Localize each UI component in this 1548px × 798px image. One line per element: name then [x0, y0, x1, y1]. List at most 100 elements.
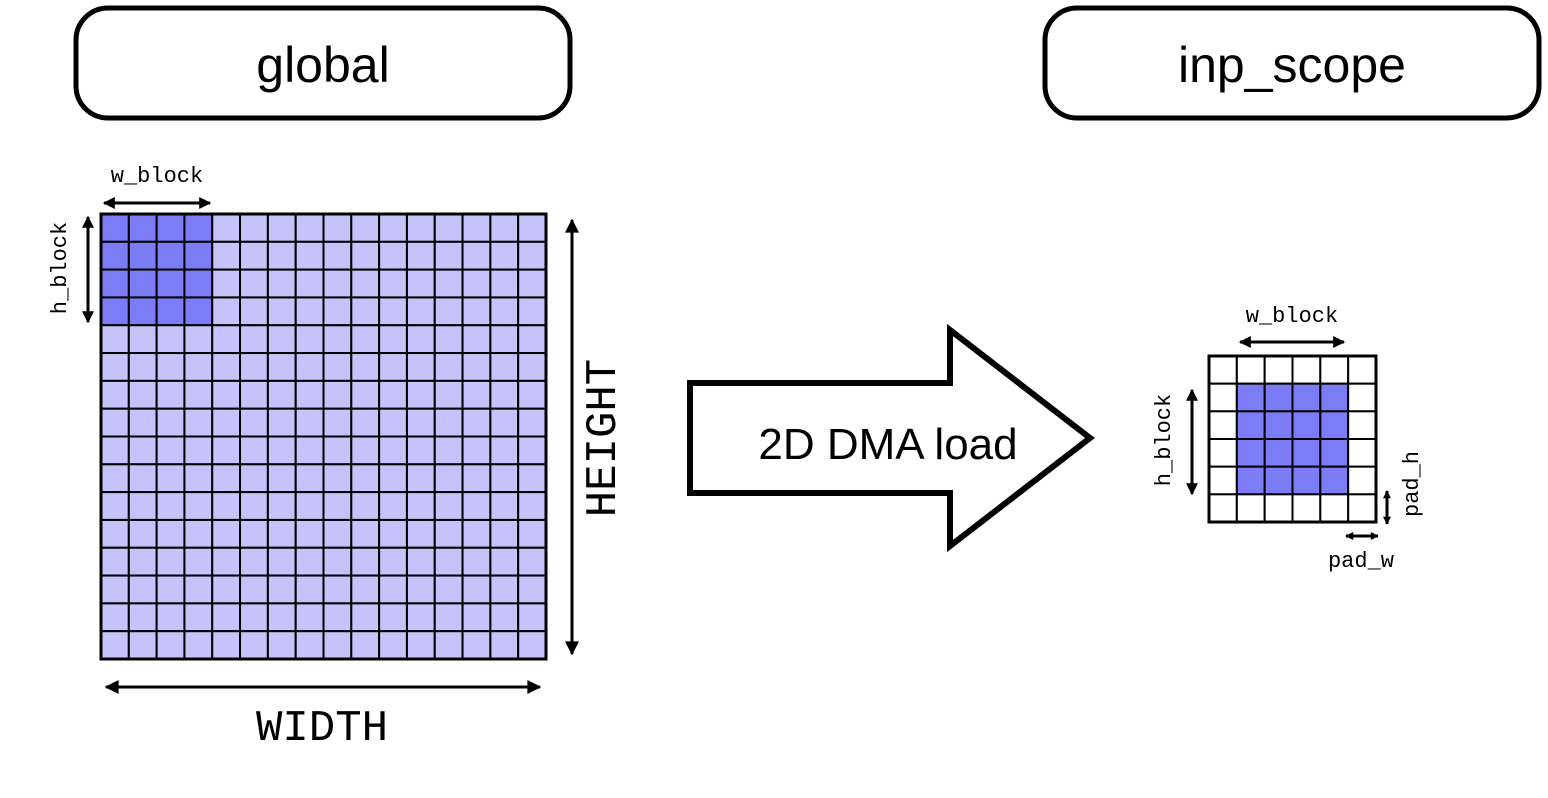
grid-cell	[155, 435, 186, 466]
grid-cell	[211, 352, 242, 382]
grid-cell	[378, 296, 408, 327]
grid-cell	[322, 268, 353, 299]
grid-cell	[1235, 355, 1266, 385]
grid-cell	[1347, 438, 1378, 468]
grid-cell	[183, 574, 214, 605]
grid-cell	[461, 435, 492, 466]
grid-cell	[405, 324, 436, 355]
grid-cell	[266, 296, 297, 327]
grid-cell	[1291, 493, 1322, 523]
grid-cell	[239, 602, 269, 633]
grid-cell	[183, 296, 214, 327]
grid-cell	[517, 491, 548, 521]
grid-cell	[461, 268, 492, 299]
grid-cell	[100, 296, 130, 327]
grid-cell	[127, 240, 158, 271]
grid-cell	[405, 518, 436, 549]
grid-cell	[350, 463, 381, 494]
grid-cell	[461, 296, 492, 327]
grid-cell	[433, 463, 464, 494]
grid-cell	[239, 491, 269, 521]
grid-cell	[211, 435, 242, 466]
grid-cell	[239, 518, 269, 549]
grid-cell	[1291, 410, 1322, 440]
grid-cell	[155, 213, 186, 243]
grid-cell	[100, 352, 130, 382]
grid-cell	[100, 268, 130, 299]
grid-cell	[350, 352, 381, 382]
grid-cell	[266, 491, 297, 521]
grid-cell	[100, 491, 130, 521]
grid-cell	[100, 546, 130, 577]
grid-cell	[489, 463, 520, 494]
grid-cell	[239, 213, 269, 243]
grid-cell	[294, 240, 325, 271]
grid-cell	[1319, 355, 1350, 385]
h-block-label: h_block	[48, 222, 73, 314]
grid-cell	[1319, 493, 1350, 523]
grid-cell	[461, 213, 492, 243]
grid-cell	[1347, 410, 1378, 440]
grid-cell	[350, 296, 381, 327]
grid-cell	[378, 379, 408, 410]
grid-cell	[517, 546, 548, 577]
grid-cell	[211, 240, 242, 271]
grid-cell	[1263, 355, 1294, 385]
grid-cell	[378, 546, 408, 577]
grid-cell	[127, 491, 158, 521]
grid-cell	[1291, 465, 1322, 496]
grid-cell	[239, 546, 269, 577]
grid-cell	[127, 574, 158, 605]
grid-cell	[100, 213, 130, 243]
grid-cell	[350, 268, 381, 299]
grid-cell	[294, 379, 325, 410]
grid-outline	[99, 212, 548, 661]
grid-cell	[1263, 493, 1294, 523]
grid-cell	[155, 491, 186, 521]
grid-cell	[322, 602, 353, 633]
grid-cell	[350, 630, 381, 661]
grid-cell	[211, 407, 242, 438]
dma-load-label: 2D DMA load	[758, 420, 1017, 469]
grid-cell	[1208, 355, 1238, 385]
grid-cell	[461, 491, 492, 521]
grid-cell	[239, 379, 269, 410]
grid-cell	[489, 602, 520, 633]
grid-cell	[100, 574, 130, 605]
grid-cell	[155, 602, 186, 633]
grid-cell	[127, 324, 158, 355]
grid-cell	[100, 240, 130, 271]
grid-cell	[433, 602, 464, 633]
grid-cell	[155, 240, 186, 271]
grid-cell	[461, 379, 492, 410]
grid-cell	[239, 352, 269, 382]
grid-cell	[155, 379, 186, 410]
grid-cell	[350, 324, 381, 355]
grid-cell	[155, 407, 186, 438]
grid-cell	[183, 435, 214, 466]
grid-cell	[266, 407, 297, 438]
grid-cell	[100, 602, 130, 633]
grid-cell	[322, 240, 353, 271]
scope-h-block-label: h_block	[1152, 394, 1177, 486]
grid-cell	[127, 463, 158, 494]
grid-cell	[1208, 382, 1238, 413]
grid-cell	[1208, 438, 1238, 468]
grid-cell	[211, 574, 242, 605]
grid-cell	[322, 574, 353, 605]
grid-cell	[239, 296, 269, 327]
grid-cell	[1208, 465, 1238, 496]
grid-cell	[517, 213, 548, 243]
grid-cell	[100, 518, 130, 549]
grid-cell	[1208, 410, 1238, 440]
grid-cell	[294, 630, 325, 661]
grid-cell	[183, 324, 214, 355]
grid-cell	[183, 463, 214, 494]
grid-cell	[266, 268, 297, 299]
global-grid	[99, 212, 548, 661]
grid-cell	[322, 352, 353, 382]
grid-cell	[461, 463, 492, 494]
grid-cell	[155, 352, 186, 382]
global-title-box: global	[73, 5, 573, 121]
grid-cell	[183, 491, 214, 521]
